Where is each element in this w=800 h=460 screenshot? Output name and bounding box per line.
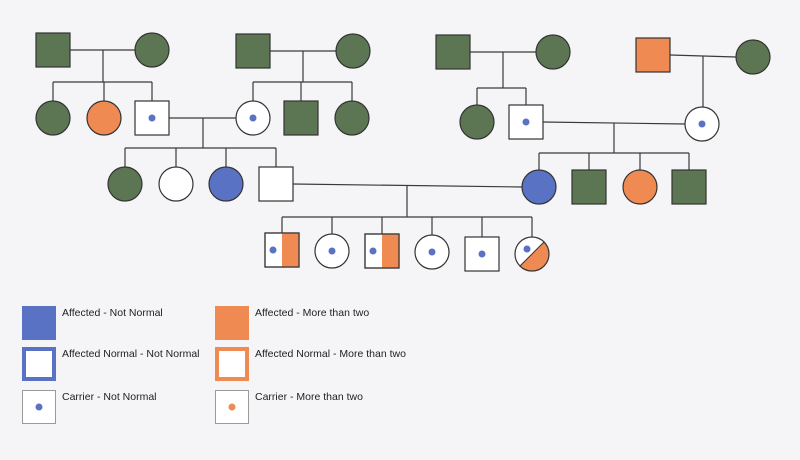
individual-male-unaffected: [571, 169, 607, 205]
individual-male-unaffected: [671, 169, 707, 205]
individual-female-more-than-two: [86, 100, 122, 136]
individual-male-empty: [258, 166, 294, 202]
legend-label-affected-more-than-two: Affected - More than two: [255, 307, 370, 319]
pedigree-individuals: [35, 32, 771, 272]
individual-female-more-than-two: [622, 169, 658, 205]
individual-male-unaffected: [435, 34, 471, 70]
individual-male-carrier-not-normal: [464, 236, 500, 272]
legend-swatch-affected-not-normal: [22, 306, 56, 340]
individual-female-not-normal: [521, 169, 557, 205]
legend-label-carrier-not-normal: Carrier - Not Normal: [62, 391, 157, 403]
individual-female-carrier-not-normal: [235, 100, 271, 136]
legend-swatch-carrier-more-than-two: [215, 390, 249, 424]
individual-female-unaffected: [735, 39, 771, 75]
individual-female-unaffected: [35, 100, 71, 136]
individual-male-unaffected: [283, 100, 319, 136]
individual-male-more-than-two: [635, 37, 671, 73]
individual-female-unaffected: [107, 166, 143, 202]
individual-female-unaffected: [535, 34, 571, 70]
individual-female-unaffected: [459, 104, 495, 140]
individual-female-carrier-not-normal: [414, 234, 450, 270]
legend-swatch-affected-normal-not-normal: [22, 347, 56, 381]
individual-female-unaffected: [334, 100, 370, 136]
legend-label-affected-normal-not-normal: Affected Normal - Not Normal: [62, 348, 200, 360]
legend-label-affected-normal-more-than-two: Affected Normal - More than two: [255, 348, 406, 360]
legend-swatch-affected-more-than-two: [215, 306, 249, 340]
individual-male-carrier-not-normal: [508, 104, 544, 140]
pedigree-chart: [35, 32, 771, 272]
legend-swatch-carrier-not-normal: [22, 390, 56, 424]
legend-label-carrier-more-than-two: Carrier - More than two: [255, 391, 363, 403]
individual-female-empty: [158, 166, 194, 202]
individual-male-carrier-half-more-than-two: [264, 232, 300, 268]
individual-male-unaffected: [235, 33, 271, 69]
individual-female-carrier-diagonal-more-than-two: [514, 236, 550, 272]
carrier-dot-icon: [35, 403, 43, 411]
carrier-dot-icon: [228, 403, 236, 411]
pedigree-lines: [52, 49, 737, 237]
individual-female-carrier-not-normal: [684, 106, 720, 142]
individual-female-unaffected: [335, 33, 371, 69]
individual-female-not-normal: [208, 166, 244, 202]
legend-label-affected-not-normal: Affected - Not Normal: [62, 307, 163, 319]
legend-swatch-affected-normal-more-than-two: [215, 347, 249, 381]
individual-female-unaffected: [134, 32, 170, 68]
individual-male-unaffected: [35, 32, 71, 68]
individual-female-carrier-not-normal: [314, 233, 350, 269]
individual-male-carrier-half-more-than-two: [364, 233, 400, 269]
individual-male-carrier-not-normal: [134, 100, 170, 136]
